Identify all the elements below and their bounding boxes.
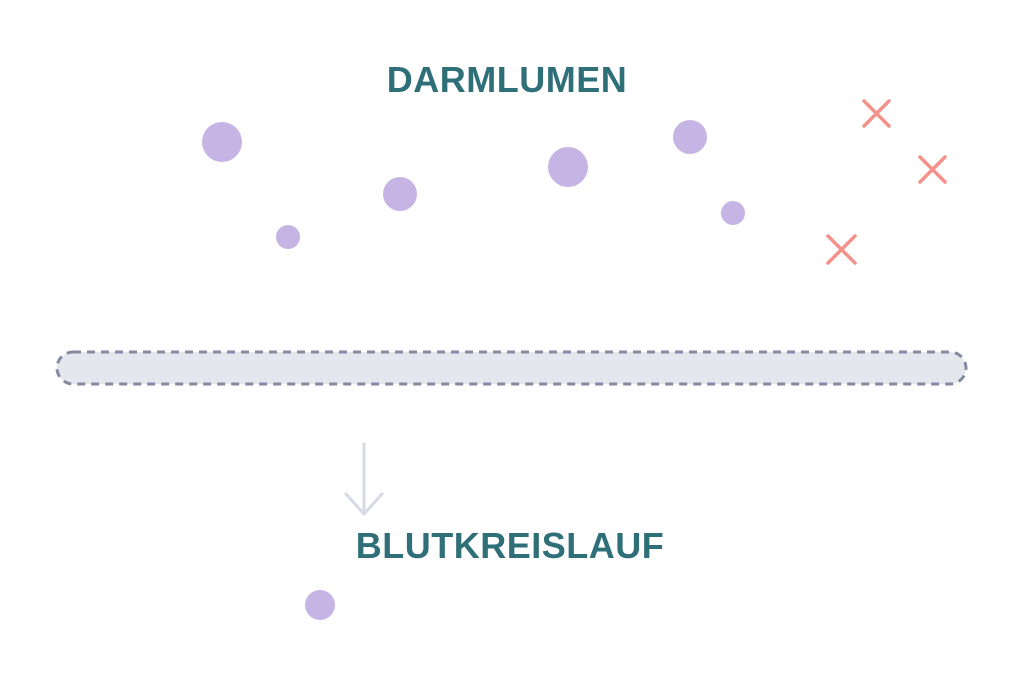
blocked-markers [826, 99, 947, 265]
molecule-dot [383, 177, 417, 211]
x-mark-icon [862, 99, 891, 128]
x-mark-icon [826, 234, 857, 265]
molecule-dot [202, 122, 242, 162]
x-mark-icon [918, 155, 947, 184]
bloodstream-label: BLUTKREISLAUF [355, 525, 665, 566]
intestinal-barrier [55, 350, 968, 386]
lumen-molecules [202, 120, 745, 249]
molecule-dot [276, 225, 300, 249]
bloodstream-molecule-dot [305, 590, 335, 620]
molecule-dot [548, 147, 588, 187]
molecule-dot [673, 120, 707, 154]
arrow-down-icon [344, 442, 384, 516]
molecule-dot [721, 201, 745, 225]
intestinal-lumen-label: DARMLUMEN [386, 59, 628, 100]
